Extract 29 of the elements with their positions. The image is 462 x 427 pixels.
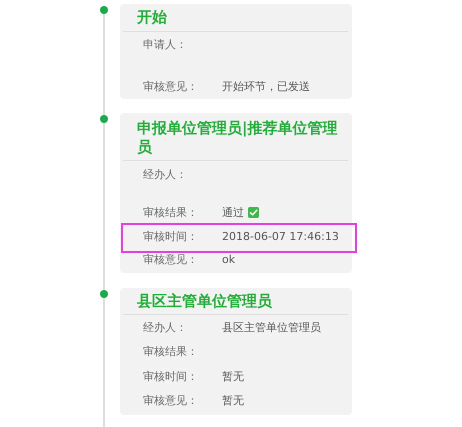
field-value: 暂无 bbox=[222, 393, 244, 408]
timeline-dot bbox=[100, 115, 108, 123]
field-value: ok bbox=[222, 252, 236, 267]
field-label: 审核时间： bbox=[143, 229, 198, 244]
field-label: 申请人： bbox=[143, 37, 187, 52]
field-label: 审核结果： bbox=[143, 205, 198, 220]
field-label: 审核意见： bbox=[143, 393, 198, 408]
field-label: 审核时间： bbox=[143, 369, 198, 384]
field-label: 审核意见： bbox=[143, 79, 198, 94]
field-label: 审核结果： bbox=[143, 344, 198, 359]
timeline-dot bbox=[100, 290, 108, 298]
field-value: 暂无 bbox=[222, 369, 244, 384]
timeline-card bbox=[120, 113, 352, 273]
field-label: 经办人： bbox=[143, 167, 187, 182]
field-value: 县区主管单位管理员 bbox=[222, 320, 321, 335]
card-title: 开始 bbox=[137, 8, 168, 27]
card-title: 申报单位管理员|推荐单位管理员 bbox=[137, 119, 338, 157]
timeline-line bbox=[103, 123, 105, 290]
timeline-line bbox=[103, 14, 105, 115]
timeline-card bbox=[120, 288, 352, 415]
field-value: 2018-06-07 17:46:13 bbox=[222, 229, 339, 244]
field-value: 开始环节，已发送 bbox=[222, 79, 310, 94]
timeline-card bbox=[120, 4, 352, 99]
card-title: 县区主管单位管理员 bbox=[137, 292, 273, 311]
field-label: 经办人： bbox=[143, 320, 187, 335]
field-label: 审核意见： bbox=[143, 252, 198, 267]
timeline-dot bbox=[100, 6, 108, 14]
timeline-line bbox=[103, 298, 105, 427]
field-value: 通过 bbox=[222, 205, 244, 220]
